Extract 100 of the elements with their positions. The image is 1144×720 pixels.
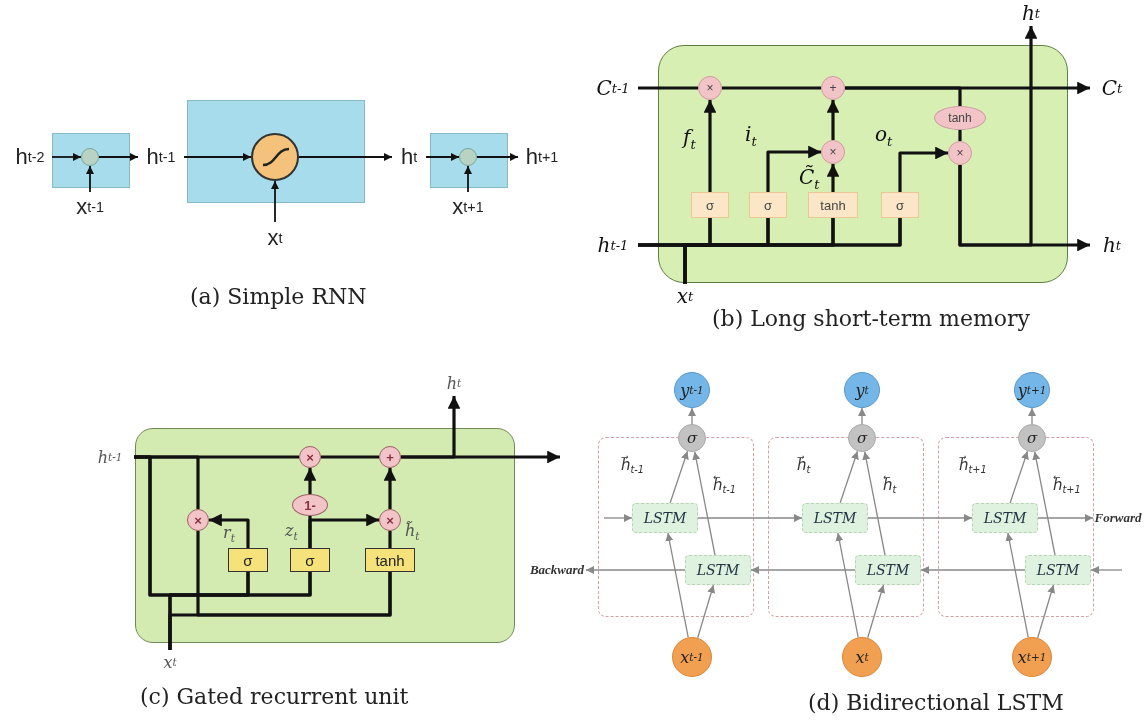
lstm-box: LSTM	[1025, 555, 1091, 585]
edge-label: h⃗$_{t-1}$	[620, 456, 646, 476]
arrow	[826, 164, 840, 192]
arrow	[183, 153, 252, 161]
activation-circle: σ	[1018, 424, 1046, 452]
arrow	[1090, 566, 1123, 574]
arrow	[86, 165, 94, 193]
arrow	[425, 153, 460, 161]
arrow	[858, 407, 866, 425]
arrow	[669, 450, 689, 504]
activation-circle: σ	[848, 424, 876, 452]
cell-box	[135, 428, 515, 643]
neuron-circle	[81, 148, 99, 166]
arrow	[867, 584, 886, 639]
arrow	[1005, 532, 1029, 639]
arrow	[1009, 450, 1029, 504]
connector-line	[638, 86, 698, 90]
operator-circle: ×	[299, 446, 321, 468]
connector-line	[845, 86, 962, 106]
arrow	[862, 451, 886, 556]
arrow	[271, 180, 279, 223]
edge-label: h⃖$_{t}$	[882, 476, 898, 496]
arrow	[1032, 451, 1056, 556]
activation-circle: σ	[678, 424, 706, 452]
direction-label: Backward	[528, 561, 586, 579]
connector-line	[388, 531, 392, 548]
arrow	[464, 165, 472, 193]
arrow	[703, 100, 717, 192]
arrow	[209, 513, 250, 548]
gate-box: tanh	[808, 192, 858, 218]
arrow	[697, 584, 716, 639]
arrow	[1037, 584, 1056, 639]
edge-label: h⃗$_{t+1}$	[958, 456, 988, 476]
lstm-box: LSTM	[632, 503, 698, 533]
panel-caption: (d) Bidirectional LSTM	[808, 690, 1064, 715]
arrow	[401, 450, 560, 464]
arrow	[750, 566, 856, 574]
arrow	[98, 153, 139, 161]
neuron-circle	[459, 148, 477, 166]
arrow	[867, 514, 973, 522]
arrow	[476, 153, 519, 161]
gate-box: tanh	[365, 548, 415, 572]
cell-box	[52, 133, 130, 188]
arrow	[1037, 514, 1094, 522]
lstm-box: LSTM	[972, 503, 1038, 533]
panel-caption: (a) Simple RNN	[190, 284, 367, 309]
edge-label: C̃$_{t}$	[798, 166, 821, 192]
operator-circle: ×	[948, 141, 972, 165]
arrow	[585, 566, 686, 574]
lstm-box: LSTM	[855, 555, 921, 585]
arrow	[303, 468, 317, 494]
direction-label: Forward	[1093, 509, 1143, 527]
arrow	[835, 532, 859, 639]
arrow	[920, 566, 1026, 574]
arrow	[766, 145, 821, 192]
arrow	[1028, 407, 1036, 425]
edge-label: f$_{t}$	[682, 126, 697, 152]
edge-label: h̃$_{t}$	[404, 522, 421, 543]
lstm-box: LSTM	[685, 555, 751, 585]
activation-ellipse: tanh	[934, 106, 986, 130]
edge-label: h⃖$_{t+1}$	[1052, 476, 1082, 496]
panel-caption: (b) Long short-term memory	[712, 306, 1030, 331]
gate-box: σ	[691, 192, 729, 218]
connector-line	[683, 218, 902, 284]
operator-circle: ×	[698, 76, 722, 100]
operator-circle: ×	[821, 140, 845, 164]
edge-label: h⃖$_{t-1}$	[712, 476, 738, 496]
operator-circle: +	[379, 446, 401, 468]
activation-circle	[251, 133, 299, 181]
arrow	[383, 468, 397, 509]
gate-box: σ	[228, 548, 268, 572]
lstm-box: LSTM	[802, 503, 868, 533]
arrow	[298, 153, 393, 161]
arrow	[51, 153, 82, 161]
connector-line	[168, 572, 392, 650]
connector-line	[958, 130, 962, 141]
cell-box	[658, 45, 1068, 283]
arrow	[688, 407, 696, 425]
arrow	[665, 532, 689, 639]
arrow	[826, 100, 840, 140]
arrow	[898, 146, 948, 192]
cell-box	[430, 133, 508, 188]
arrow	[958, 26, 1038, 247]
arrow	[692, 451, 716, 556]
connector-line	[722, 86, 821, 90]
arrow	[839, 450, 859, 504]
arrow	[308, 513, 379, 548]
edge-label: h⃗$_{t}$	[796, 456, 812, 476]
gate-box: σ	[749, 192, 787, 218]
operator-ellipse: 1-	[292, 494, 328, 516]
operator-circle: ×	[379, 509, 401, 531]
panel-caption: (c) Gated recurrent unit	[140, 684, 409, 709]
cell-box	[187, 100, 365, 203]
edge-label: i$_{t}$	[744, 123, 758, 149]
operator-circle: +	[821, 76, 845, 100]
operator-circle: ×	[187, 509, 209, 531]
gate-box: σ	[881, 192, 919, 218]
connector-line	[321, 455, 379, 459]
gate-box: σ	[290, 548, 330, 572]
arrow	[603, 514, 633, 522]
